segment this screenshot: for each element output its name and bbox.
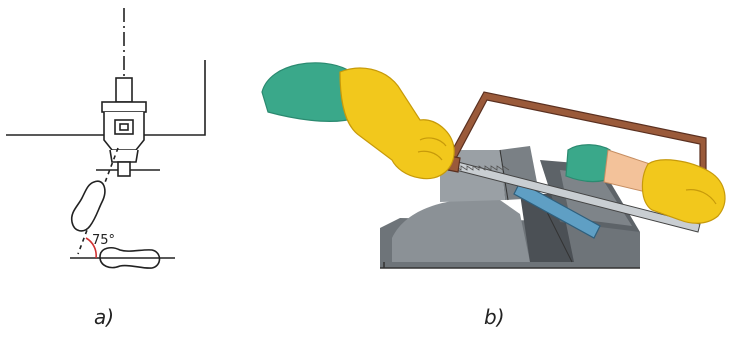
left-foot-icon [72,181,105,231]
stance-diagram [6,8,205,268]
caption-b: b) [484,305,505,329]
hacksaw-illustration [262,63,725,268]
left-glove-icon [262,63,454,179]
caption-a: a) [94,305,114,329]
vise-top-view-icon [96,78,160,176]
angle-label: 75° [92,233,115,248]
